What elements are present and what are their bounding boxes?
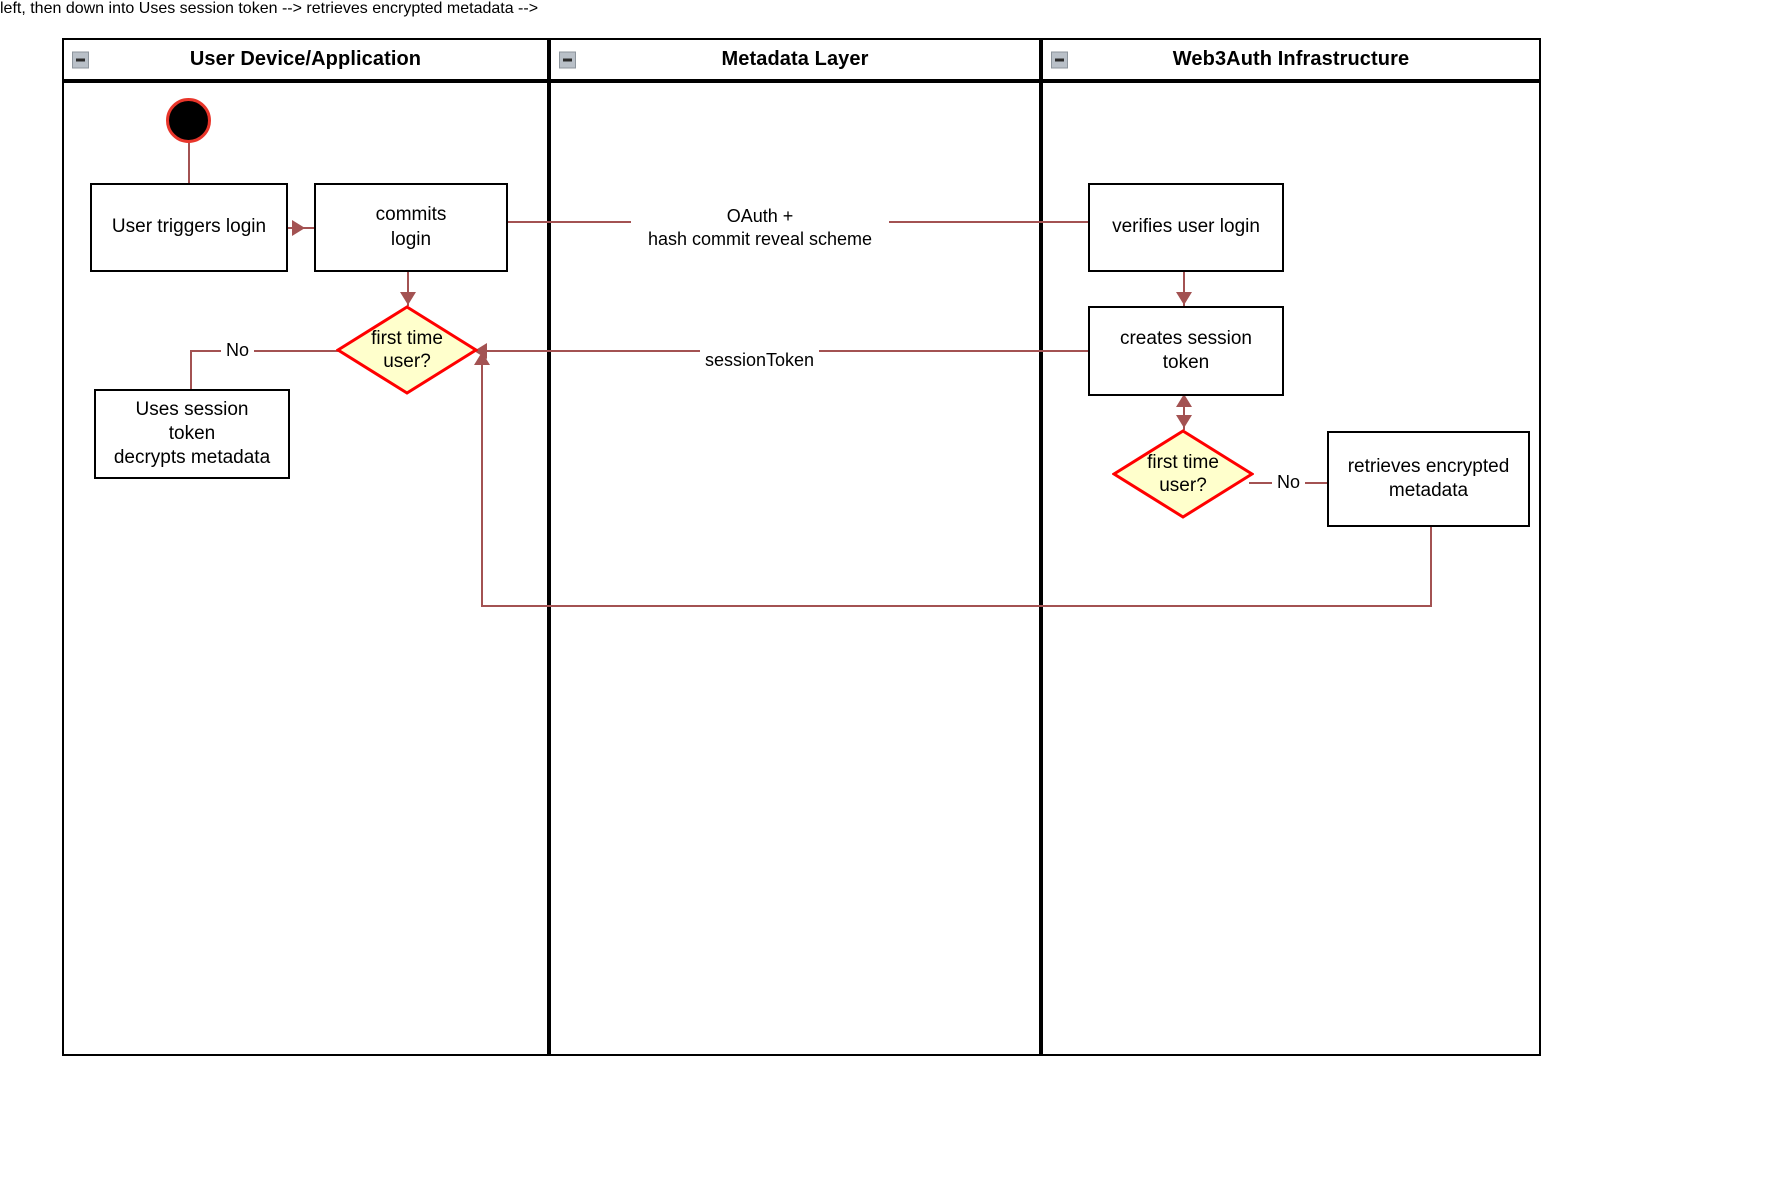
connector-verifies-to-creates [1183,272,1185,306]
action-uses-session-token-decrypts-metadata[interactable]: Uses session token decrypts metadata [94,389,290,479]
action-label-line1: commits [375,204,447,226]
action-creates-session-token[interactable]: creates session token [1088,306,1284,396]
edge-label-oauth-line2: hash commit reveal scheme [647,229,873,250]
connector-decision-left-no [190,350,345,352]
edge-label-oauth-line1: OAuth + [726,206,794,226]
collapse-minus-icon[interactable] [1051,51,1068,68]
decision-shape [336,305,478,395]
collapse-minus-icon[interactable] [559,51,576,68]
lane-header-metadata-layer[interactable]: Metadata Layer [549,38,1041,81]
connector-start-to-user-triggers-login [188,142,190,186]
lane-body-user-device-application [62,81,549,1056]
action-user-triggers-login[interactable]: User triggers login [90,183,288,272]
action-label-line1: creates session [1119,327,1252,349]
action-label-line1: retrieves encrypted [1347,455,1510,477]
action-label-line2: metadata [1388,480,1469,501]
action-label-line1: Uses session [135,398,249,420]
lane-title: User Device/Application [189,48,422,70]
lane-title: Metadata Layer [721,48,869,70]
connector-creates-to-decision-right [1183,396,1185,430]
connector-retrieves-up [481,360,483,606]
edge-label-no-right: No [1272,471,1306,495]
edge-label-oauth: OAuth + hash commit reveal scheme [631,205,889,252]
decision-first-time-user-left[interactable]: first time user? [336,305,478,395]
decision-text: first time user? [1112,429,1254,519]
action-label-line2: token [168,422,216,444]
connector-commits-to-decision-left [407,272,409,306]
action-label-line2: token [1162,352,1210,373]
lane-header-user-device-application[interactable]: User Device/Application [62,38,549,81]
collapse-minus-icon[interactable] [72,51,89,68]
connector-retrieves-down [1430,527,1432,607]
lane-title: Web3Auth Infrastructure [1172,48,1410,70]
decision-label-line1: first time [1147,451,1219,473]
action-label-line2: login [390,228,432,250]
decision-text: first time user? [336,305,478,395]
lane-body-web3auth-infrastructure [1041,81,1541,1056]
decision-label-line2: user? [1159,475,1207,496]
lane-header-web3auth-infrastructure[interactable]: Web3Auth Infrastructure [1041,38,1541,81]
arrowhead-verifies-to-creates [1176,292,1192,305]
connector-retrieves-left [481,605,1432,607]
lane-body-metadata-layer [549,81,1041,1056]
decision-first-time-user-right[interactable]: first time user? [1112,429,1254,519]
action-label: verifies user login [1112,216,1260,238]
action-label: User triggers login [111,216,267,238]
edge-label-session-token: sessionToken [700,349,820,373]
action-commits-login[interactable]: commits login [314,183,508,272]
initial-node [166,98,211,143]
arrowhead-creates-to-decision-right [1176,415,1192,428]
arrowhead-commits-to-decision-left [400,292,416,305]
arrowhead-decision-right-to-creates [1176,394,1192,407]
edge-label-no-left: No [221,339,255,363]
decision-label-line1: first time [371,327,443,349]
connector-decision-left-no-down [190,350,192,390]
arrowhead-retrieves-to-decision-left [474,352,490,365]
action-label-line3: decrypts metadata [113,447,271,469]
action-retrieves-encrypted-metadata[interactable]: retrieves encrypted metadata [1327,431,1530,527]
decision-label-line2: user? [383,351,431,372]
decision-shape [1112,429,1254,519]
action-verifies-user-login[interactable]: verifies user login [1088,183,1284,272]
arrowhead-trigger-to-commits [292,220,305,236]
